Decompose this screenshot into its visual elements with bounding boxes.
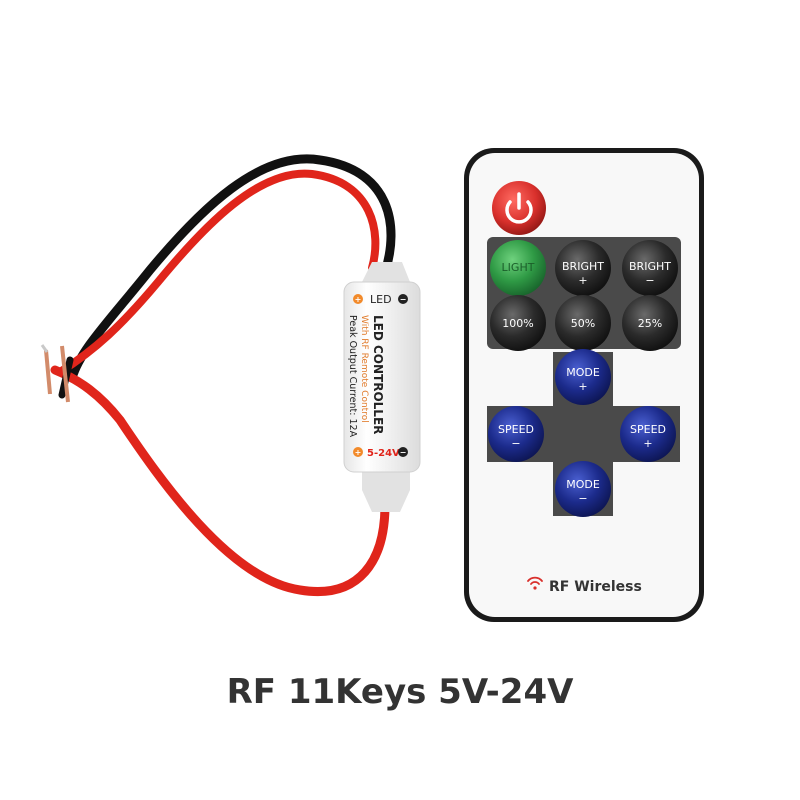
svg-text:−: − <box>645 274 654 287</box>
led-controller-module: + LED − LED CONTROLLER With RF Remote Co… <box>343 262 421 512</box>
direction-pad-panel <box>487 352 680 516</box>
minus-terminal-icon <box>398 447 408 457</box>
wire-loop <box>40 154 396 596</box>
svg-text:MODE: MODE <box>566 366 600 379</box>
speed-up-button[interactable]: SPEED + <box>620 406 676 462</box>
svg-text:SPEED: SPEED <box>498 423 534 436</box>
svg-text:LIGHT: LIGHT <box>502 261 535 274</box>
svg-text:+: + <box>355 448 362 457</box>
brightness-25-button[interactable]: 25% <box>622 295 678 351</box>
svg-text:+: + <box>355 295 362 304</box>
svg-text:−: − <box>578 492 587 505</box>
controller-subtitle: With RF Remote Control <box>359 315 369 423</box>
red-wire-top <box>56 169 380 376</box>
svg-text:25%: 25% <box>638 317 662 330</box>
brightness-100-button[interactable]: 100% <box>490 295 546 351</box>
controller-title: LED CONTROLLER <box>371 315 385 434</box>
bright-down-button[interactable]: BRIGHT − <box>622 240 678 296</box>
bright-up-button[interactable]: BRIGHT + <box>555 240 611 296</box>
brightness-50-button[interactable]: 50% <box>555 295 611 351</box>
wifi-icon <box>527 576 543 590</box>
svg-text:−: − <box>400 295 407 304</box>
plus-terminal-icon <box>353 447 363 457</box>
controller-spec: Peak Output Current: 12A <box>347 315 358 438</box>
svg-text:+: + <box>578 380 587 393</box>
black-wire-top <box>67 154 396 383</box>
plus-terminal-icon <box>353 294 363 304</box>
speed-down-button[interactable]: SPEED − <box>488 406 544 462</box>
led-label: LED <box>370 293 392 306</box>
svg-text:BRIGHT: BRIGHT <box>629 260 671 273</box>
svg-text:BRIGHT: BRIGHT <box>562 260 604 273</box>
svg-text:+: + <box>643 437 652 450</box>
svg-text:−: − <box>400 448 407 457</box>
mode-down-button[interactable]: MODE − <box>555 461 611 517</box>
svg-text:100%: 100% <box>502 317 533 330</box>
svg-text:SPEED: SPEED <box>630 423 666 436</box>
power-button[interactable] <box>492 181 546 235</box>
red-wire-bottom <box>50 365 390 596</box>
svg-text:50%: 50% <box>571 317 595 330</box>
voltage-label: 5-24V <box>367 448 400 459</box>
light-button[interactable]: LIGHT <box>490 240 546 296</box>
product-caption: RF 11Keys 5V-24V <box>226 672 574 712</box>
power-icon <box>505 192 533 224</box>
svg-text:−: − <box>511 437 520 450</box>
minus-terminal-icon <box>398 294 408 304</box>
brand-label: RF Wireless <box>549 579 642 595</box>
svg-text:MODE: MODE <box>566 478 600 491</box>
mode-up-button[interactable]: MODE + <box>555 349 611 405</box>
rf-remote: LIGHT BRIGHT + BRIGHT − 100% 50% 25% <box>464 148 704 622</box>
svg-text:+: + <box>578 274 587 287</box>
